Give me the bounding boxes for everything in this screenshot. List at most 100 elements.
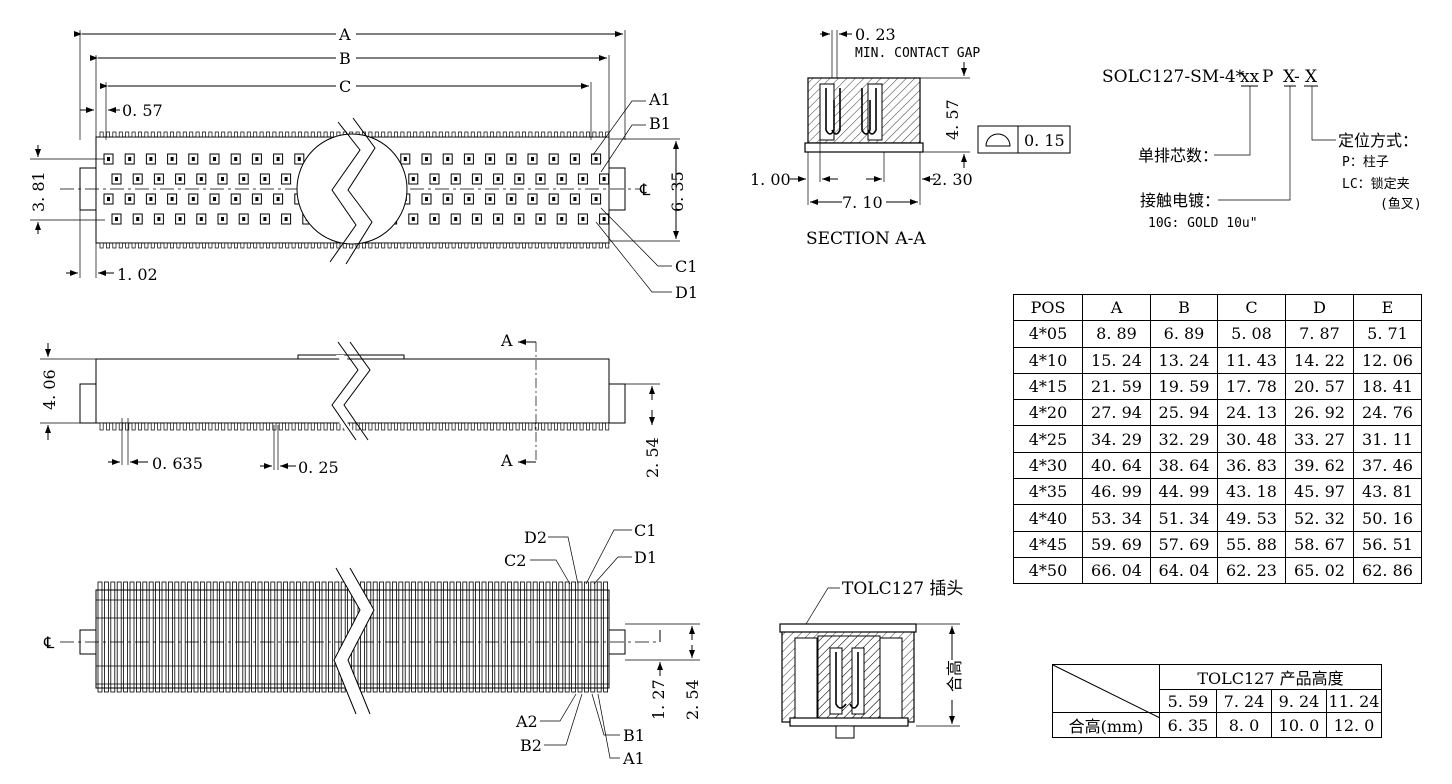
height-table: TOLC127 产品高度 5. 59 7. 24 9. 24 11. 24 合高… xyxy=(1052,664,1382,738)
contact-tail xyxy=(406,131,411,138)
contact-tail xyxy=(99,242,104,249)
mating-plug-label: TOLC127 插头 xyxy=(842,579,963,599)
pin-c1-label: C1 xyxy=(675,257,697,276)
contact-tail xyxy=(234,131,238,138)
table-cell: 64. 04 xyxy=(1150,556,1218,585)
contact-tail xyxy=(234,422,238,431)
contact-pin xyxy=(257,581,263,693)
mated-height-label: 合高 xyxy=(945,660,964,692)
contact-pin xyxy=(558,581,564,693)
section-left-dim: 1. 00 xyxy=(750,170,791,189)
contact-tail xyxy=(502,242,507,249)
contact-tail xyxy=(368,242,373,249)
table-cell: 21. 59 xyxy=(1082,372,1151,401)
contact-pad-hole xyxy=(560,217,564,221)
contact-tail xyxy=(304,131,309,138)
table-cell: 24. 13 xyxy=(1217,399,1286,427)
contact-tail xyxy=(182,131,187,138)
contact-tail xyxy=(150,242,155,249)
table-cell: 50. 16 xyxy=(1353,504,1422,532)
contact-pin xyxy=(385,581,391,693)
contact-tail xyxy=(221,422,226,431)
contact-tail xyxy=(534,131,539,138)
contact-tail xyxy=(310,422,315,431)
side-view: 4. 06 2. 54 0. 635 0. 25 A A xyxy=(40,331,662,478)
contact-tail xyxy=(413,131,418,138)
table-cell: 43. 18 xyxy=(1217,478,1286,506)
contact-tail xyxy=(419,242,424,249)
contact-tail xyxy=(112,242,117,249)
contact-pad-hole xyxy=(581,217,585,221)
contact-tail xyxy=(278,131,283,138)
contact-tail xyxy=(547,242,552,249)
contact-tail xyxy=(438,131,443,138)
contact-tail xyxy=(426,422,430,431)
contact-pin xyxy=(366,581,372,693)
contact-pin xyxy=(436,581,442,693)
contact-pad-hole xyxy=(454,177,458,181)
table-cell: 15. 24 xyxy=(1082,346,1151,374)
contact-pad-hole xyxy=(411,177,415,181)
contact-tail xyxy=(163,422,168,431)
pin-d1-label: D1 xyxy=(675,283,698,302)
dim-127-label: 1. 27 xyxy=(649,679,668,720)
contact-pad-hole xyxy=(594,157,598,161)
header-b: B xyxy=(1150,293,1218,322)
contact-tail xyxy=(298,422,302,431)
table-cell: 34. 29 xyxy=(1082,425,1151,453)
contact-tail xyxy=(240,422,245,431)
contact-tail xyxy=(106,131,110,138)
contact-tail xyxy=(323,242,328,249)
contact-tail xyxy=(208,242,213,249)
mated-height-row-label: 合高(mm) xyxy=(1052,712,1160,738)
contact-tail xyxy=(323,422,328,431)
contact-tail xyxy=(445,422,450,431)
contact-pin xyxy=(302,581,308,693)
contact-tail xyxy=(541,422,546,431)
contact-tail xyxy=(534,242,539,249)
contact-tail xyxy=(202,131,206,138)
contact-pin xyxy=(391,581,397,693)
contact-pad-hole xyxy=(136,217,140,221)
contact-pad-hole xyxy=(446,157,450,161)
dim-0635-label: 0. 635 xyxy=(152,454,203,473)
table-cell: 55. 88 xyxy=(1217,530,1286,558)
table-cell: 46. 99 xyxy=(1082,478,1151,506)
contact-tail xyxy=(554,131,558,138)
contact-tail xyxy=(285,131,290,138)
contact-tail xyxy=(400,131,405,138)
table-cell: 49. 53 xyxy=(1217,504,1286,532)
contact-tail xyxy=(560,422,565,431)
contact-pin xyxy=(443,581,449,693)
contact-tail xyxy=(170,131,174,138)
contact-pad-hole xyxy=(136,177,140,181)
contact-pad-hole xyxy=(539,217,542,221)
contact-tail xyxy=(266,422,270,431)
contact-pad-hole xyxy=(234,197,238,201)
contact-tail xyxy=(586,242,590,249)
contact-tail xyxy=(547,131,552,138)
contact-tail xyxy=(246,131,251,138)
pin-b2-label: B2 xyxy=(520,736,542,755)
contact-tail xyxy=(259,242,264,249)
contact-pin xyxy=(167,581,173,693)
part-code: SOLC127-SM-4* xyxy=(1102,67,1245,87)
contact-tail xyxy=(298,242,302,249)
contact-tail xyxy=(99,422,104,431)
contact-tail xyxy=(176,422,181,431)
contact-tail xyxy=(445,131,450,138)
table-cell: 4*30 xyxy=(1013,451,1083,480)
contact-tail xyxy=(573,242,578,249)
table-cell: 13. 24 xyxy=(1150,346,1218,374)
contact-pin xyxy=(481,581,487,693)
contact-pin xyxy=(187,581,193,693)
table-header-row: POS A B C D E xyxy=(1013,293,1422,322)
contact-tail xyxy=(240,242,245,249)
contact-tail xyxy=(515,131,520,138)
contact-tail xyxy=(419,131,424,138)
contact-pin xyxy=(404,581,410,693)
contact-tail xyxy=(266,242,270,249)
table-cell: 4*05 xyxy=(1013,320,1083,348)
contact-pad-hole xyxy=(170,157,174,161)
